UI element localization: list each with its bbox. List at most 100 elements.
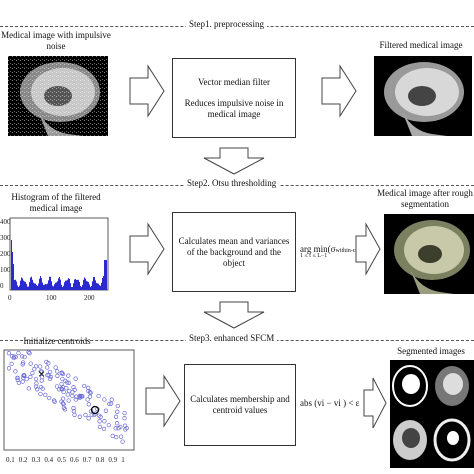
hist-ytick: 200 [0,250,11,258]
hist-bar [60,279,61,290]
arrow-right-1a [129,64,165,118]
hist-bar [19,285,20,290]
noisy-image-label: Medical image with impulsive noise [1,30,111,51]
hist-bar [69,279,70,290]
hist-bar [27,286,28,290]
hist-bar [47,283,48,290]
histogram-label: Histogram of the filtered medical image [11,192,101,213]
hist-bar [33,282,34,290]
hist-bar [52,285,53,290]
noisy-mri-picture [8,56,108,136]
scatter-point [88,390,93,395]
hist-bar [88,282,89,290]
hist-bar [23,280,24,290]
scatter-xtick: 0.9 [108,456,117,464]
hist-bar [18,287,19,290]
scatter-point [26,350,31,355]
hist-bar [45,283,46,290]
scatter-point [81,383,87,389]
scatter-point [106,422,111,428]
centroids-label: Initialize centroids [23,336,91,346]
hist-bar [28,286,29,290]
hist-bar [17,285,18,290]
scatter-point [38,384,44,390]
hist-bar [54,284,55,290]
hist-bar [78,279,79,290]
scatter-point [13,369,18,374]
scatter-xtick: 0.6 [70,456,79,464]
hist-bar [55,282,56,290]
hist-bar [14,279,15,290]
scatter-point [30,370,35,376]
scatter-point [61,389,66,395]
hist-bar [79,282,80,290]
scatter-frame [3,349,135,451]
scatter-point [20,362,25,367]
hist-bar [62,287,63,290]
hist-bar [29,282,30,290]
scatter-points [6,350,129,444]
hist-bar [70,283,71,290]
arrow-right-1b [321,64,357,118]
scatter-xtick: 0.1 [6,456,15,464]
scatter-point [39,369,44,374]
hist-bar [90,286,91,290]
scatter-point [96,393,101,399]
scatter-point [70,393,75,399]
scatter-point [86,385,91,391]
scatter-point [33,384,39,389]
hist-bar [58,278,59,290]
scatter-point [73,376,78,381]
hist-bar [89,284,90,290]
hist-bar [91,285,92,290]
otsu-formula-main: arg min(σ [300,244,336,254]
seg-tile-4 [433,418,471,462]
hist-bar [43,285,44,290]
histogram-bars [11,240,107,290]
hist-bar [38,283,39,290]
hist-bar [106,260,107,290]
scatter-point [38,391,43,397]
hist-bar [15,279,16,290]
hist-bar [67,279,68,290]
scatter-xtick: 0.8 [96,456,105,464]
scatter-point [83,412,88,418]
scatter-point [73,397,79,402]
conv-formula-a: abs (v [300,398,322,408]
hist-bar [48,280,49,290]
hist-bar [96,282,97,290]
scatter-point [45,365,50,370]
scatter-point [71,385,76,390]
hist-bar [24,281,25,290]
scatter-point [10,354,15,359]
scatter-xtick: 1 [121,456,125,464]
scatter-point [123,427,128,432]
scatter-point [60,396,66,401]
arrow-right-3a [145,374,181,428]
hist-bar [80,286,81,290]
hist-bar [40,276,41,290]
scatter-point [33,376,39,382]
scatter-xtick: 0.3 [32,456,41,464]
arrow-down-2 [203,301,265,329]
hist-bar [65,280,66,290]
scatter-point [64,386,69,391]
scatter-point [122,416,127,421]
hist-bar [56,282,57,290]
hist-bar [85,278,86,290]
scatter-point [64,380,70,385]
hist-bar [86,280,87,290]
scatter-point [34,387,40,392]
centroid-x-marker: × [38,367,45,381]
hist-bar [93,277,94,290]
scatter-point [114,434,119,440]
hist-bar [11,240,12,290]
hist-bar [31,276,32,290]
scatter-point [59,381,64,387]
sfcm-desc: Calculates membership and centroid value… [190,394,290,415]
scatter-point [6,351,12,356]
segmented-label: Segmented images [397,346,465,356]
